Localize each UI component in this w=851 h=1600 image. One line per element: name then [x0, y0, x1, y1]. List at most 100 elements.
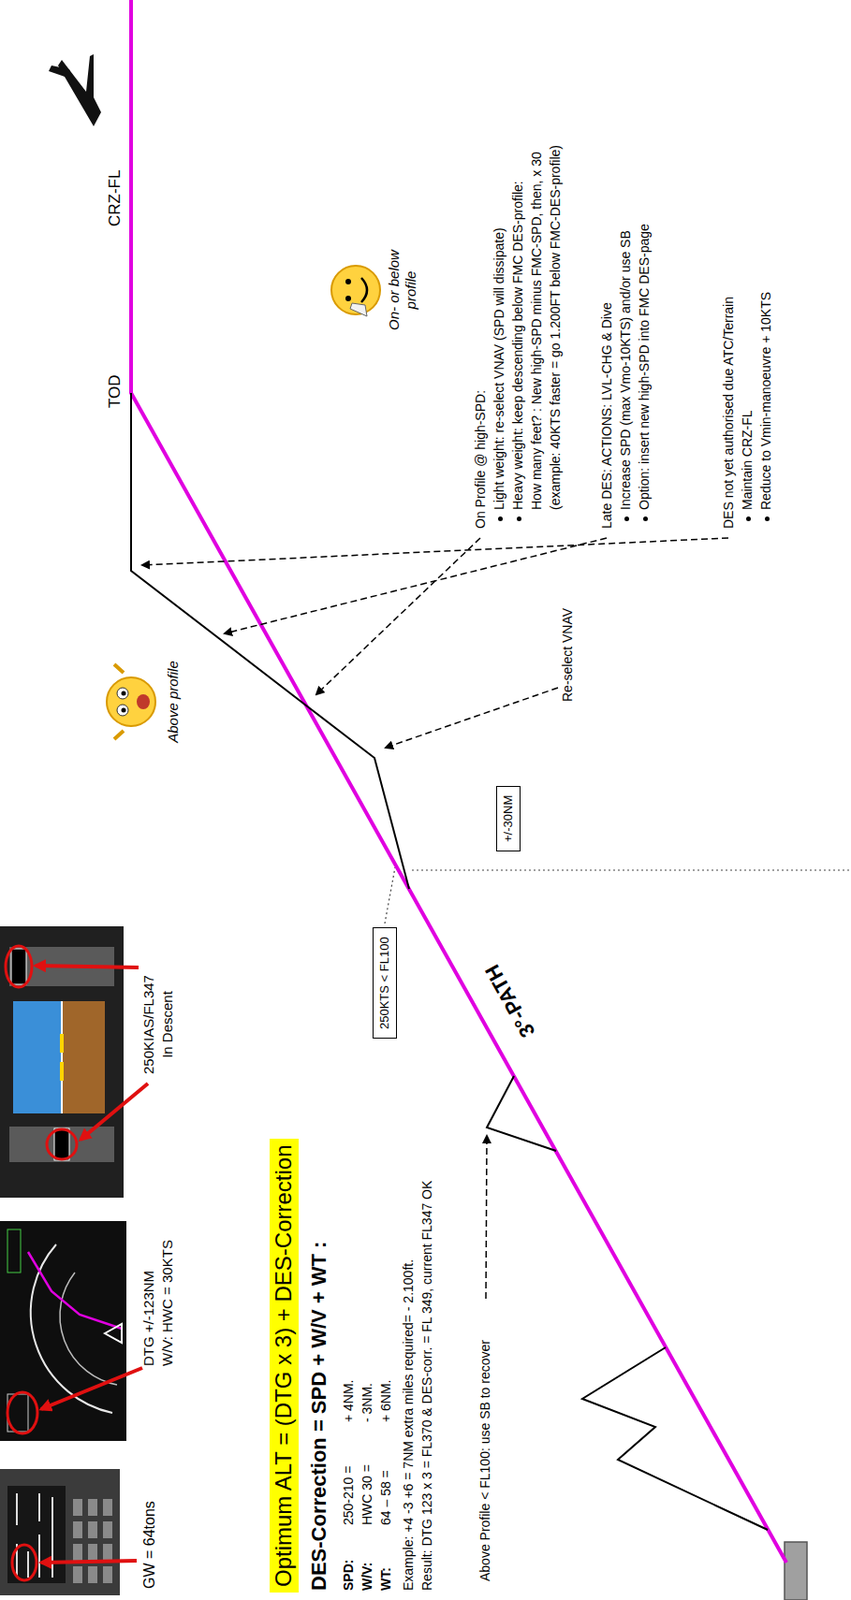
label-text: WT:: [378, 1568, 395, 1592]
cdu-key: [73, 1567, 83, 1585]
label-text: DTG +/-123NM: [140, 1271, 158, 1367]
pfd-wings: [59, 1034, 64, 1082]
pointer-arrows: [142, 538, 729, 1300]
label-text: (example: 40KTS faster = go 1.200FT belo…: [547, 145, 564, 511]
emoji-mouth: [136, 694, 150, 710]
emoji-pupil: [121, 708, 127, 714]
cdu-line: [38, 1494, 41, 1523]
label-text: In Descent: [159, 945, 177, 1105]
nd-photo: [0, 1221, 127, 1442]
pointer-arrow: [485, 1136, 487, 1300]
label-text: Reduce to Vmin-manoeuvre + 10KTS: [758, 292, 775, 511]
label-text: DES not yet authorised due ATC/Terrain: [720, 296, 737, 529]
red-circle: [12, 1545, 37, 1582]
above-profile-path: [486, 1076, 557, 1152]
label-text: How many feet? : New high-SPD minus FMC-…: [528, 151, 545, 511]
label-text: + 4NM.: [340, 1379, 357, 1424]
nd-route: [28, 1252, 122, 1330]
pfd-ground: [61, 1001, 105, 1115]
red-circle: [7, 1393, 38, 1435]
scared-emoji: [106, 664, 156, 740]
emoji-pupil: [121, 691, 127, 697]
cdu-key: [88, 1567, 98, 1585]
emoji-thumb: [350, 303, 367, 317]
red-circle: [5, 946, 32, 988]
node-text: Optimum ALT = (DTG x 3) + DES-Correction: [270, 1144, 298, 1588]
aircraft-silhouette: [58, 54, 102, 127]
bullet-dot: [643, 516, 648, 522]
red-arrow: [41, 1368, 143, 1410]
label-text: On- or below profile: [385, 238, 420, 342]
red-circle: [46, 1129, 77, 1160]
red-arrow: [35, 966, 139, 969]
label-text: + 6NM.: [378, 1379, 395, 1424]
dotted-line: [411, 869, 851, 871]
label-text: Above profile: [164, 645, 182, 759]
label-text: 64 – 58 =: [378, 1470, 395, 1526]
cdu-key: [102, 1544, 113, 1562]
pfd-horizon: [60, 1001, 63, 1115]
pfd-sky: [13, 1001, 62, 1115]
label-text: Increase SPD (max Vmo-10KTS) and/or use …: [617, 230, 634, 511]
cdu-line: [38, 1535, 41, 1579]
label-text: Maintain CRZ-FL: [739, 410, 756, 511]
profile-path: [131, 0, 787, 1564]
emoji-hands: [114, 664, 124, 740]
nd-arc: [59, 1273, 118, 1386]
bullet-dot: [516, 516, 522, 522]
label-text: 250KIAS/FL347: [140, 945, 158, 1105]
pfd-speed-box: [54, 1129, 70, 1161]
label-text: TOD: [105, 374, 125, 409]
label-box: +/-30NM: [496, 786, 521, 852]
label-text: SPD:: [340, 1560, 357, 1592]
cdu-lines: [16, 1494, 53, 1579]
emoji-eye: [345, 295, 352, 302]
red-arrow: [41, 1561, 137, 1564]
emoji-eye: [117, 704, 129, 717]
emoji-smile: [361, 278, 367, 303]
cdu-photo: [0, 1469, 120, 1597]
bullet-dot: [746, 516, 751, 522]
pointer-arrow: [385, 688, 558, 749]
label-text: On Profile @ high-SPD:: [472, 390, 489, 529]
leader-line: [384, 867, 396, 925]
cdu-screen: [7, 1486, 66, 1585]
happy-emoji: [331, 265, 381, 317]
node-text: 250KTS < FL100: [377, 937, 393, 1030]
cdu-key: [73, 1522, 83, 1540]
aircraft-tail: [48, 65, 74, 80]
label-text: Light weight: re-select VNAV (SPD will d…: [491, 227, 508, 511]
emoji-eye: [345, 278, 352, 285]
above-profile-path: [582, 1348, 768, 1531]
emoji-face: [106, 677, 156, 727]
cdu-key: [88, 1499, 98, 1517]
cdu-key: [88, 1544, 98, 1562]
late-descent-path: [131, 393, 410, 890]
label-text: - 3NM.: [359, 1383, 376, 1424]
cdu-key: [73, 1499, 83, 1517]
label-text: Above Profile < FL100: use SB to recover: [477, 1340, 494, 1583]
label-text: GW = 64tons: [140, 1501, 159, 1590]
pfd-speed-tape: [9, 1127, 115, 1163]
pointer-arrow: [316, 538, 481, 695]
label-text: W/V: HWC = 30KTS: [159, 1240, 177, 1367]
red-arrow: [80, 1084, 148, 1141]
label-text: Result: DTG 123 x 3 = FL370 & DES-corr. …: [419, 1181, 436, 1592]
label-text: Example: +4 -3 +6 = 7NM extra miles requ…: [400, 1260, 417, 1592]
cdu-keys: [73, 1499, 113, 1585]
label-text: DES-Correction = SPD + W/V + WT :: [307, 1242, 332, 1592]
label-text: Heavy weight: keep descending below FMC …: [510, 180, 527, 511]
label-text: HWC 30 =: [359, 1465, 376, 1526]
label-text: Re-select VNAV: [559, 608, 576, 703]
nd-arc: [30, 1245, 113, 1414]
node-text: +/-30NM: [500, 795, 516, 843]
bullet-dot: [498, 516, 503, 522]
label-text: W/V:: [359, 1563, 376, 1592]
label-text: CRZ-FL: [105, 170, 125, 227]
cdu-key: [73, 1544, 83, 1562]
pointer-arrow: [224, 538, 607, 634]
highlight-band: Optimum ALT = (DTG x 3) + DES-Correction: [269, 1139, 299, 1594]
label-box: 250KTS < FL100: [372, 927, 397, 1040]
bullet-dot: [624, 516, 630, 522]
